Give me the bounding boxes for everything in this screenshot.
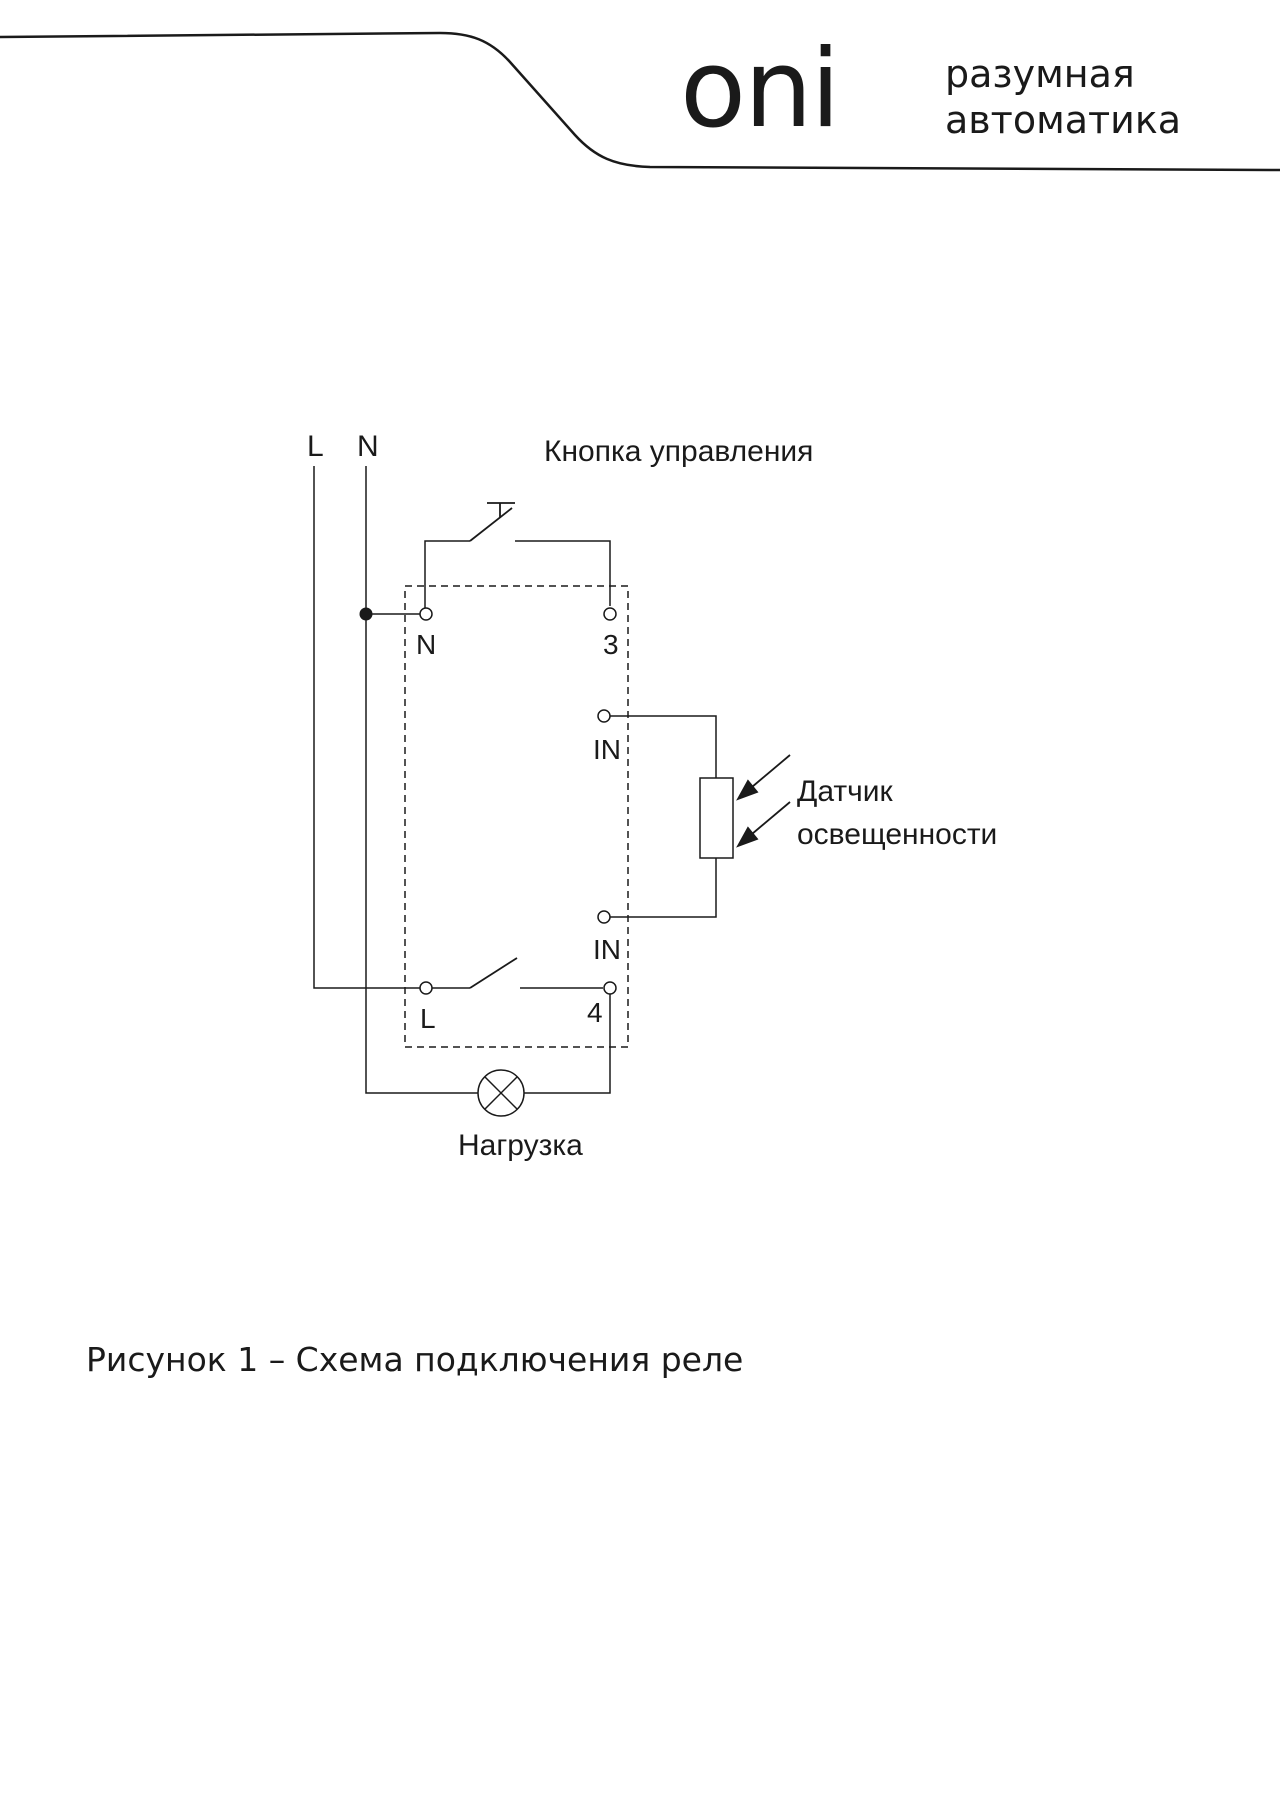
terminal-in-bottom-label: IN [593,934,621,965]
terminal-4-label: 4 [587,997,603,1028]
neutral-junction-dot [359,607,373,621]
control-wire-right [515,540,611,606]
neutral-wire [365,466,478,1094]
neutral-line-label: N [357,430,379,463]
brand-logo: oni [680,27,839,152]
sensor-label-line2: освещенности [797,818,997,851]
load-label: Нагрузка [458,1129,583,1162]
terminal-n [419,607,433,621]
phase-wire [313,466,420,989]
sensor-wire-bottom [610,858,717,918]
sensor-wire-top [610,715,717,778]
terminal-n-label: N [416,629,436,660]
figure-caption: Рисунок 1 – Схема подключения реле [86,1340,744,1379]
brand-tagline-line1: разумная [945,52,1135,96]
brand-tagline-line2: автоматика [945,98,1181,142]
sensor-label-line1: Датчик [797,775,893,808]
lamp-load-icon [477,1069,525,1117]
relay-module-box [404,585,629,1048]
wires [313,466,717,1094]
terminal-l-label: L [420,1003,436,1034]
terminal-3-label: 3 [603,629,619,660]
button-blade [469,507,513,542]
terminals [419,607,617,995]
terminal-in-top-label: IN [593,734,621,765]
terminal-in-top [597,709,611,723]
control-button-label: Кнопка управления [544,435,813,468]
terminal-4 [603,981,617,995]
header-curve [0,31,1280,172]
terminal-in-bottom [597,910,611,924]
light-arrows-icon [736,754,791,848]
terminal-l [419,981,433,995]
terminal-3 [603,607,617,621]
load-wire-right [524,994,611,1094]
relay-switch-blade [469,957,518,989]
control-button-switch [469,502,515,542]
light-sensor-symbol [699,777,734,859]
phase-line-label: L [307,430,324,463]
control-wire-left [424,540,470,609]
